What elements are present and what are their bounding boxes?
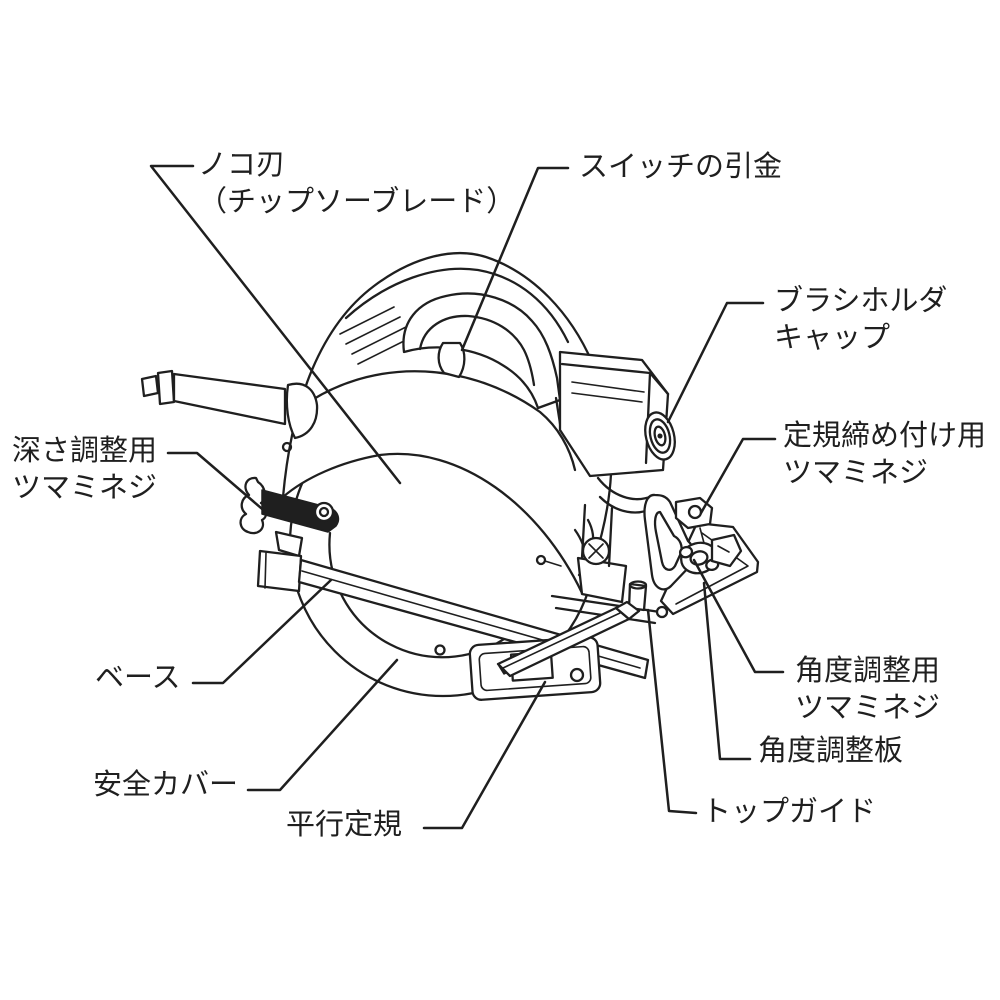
leader-angle-adjust-plate xyxy=(702,581,752,761)
leader-brush-holder-cap xyxy=(666,301,765,424)
leader-saw-blade xyxy=(149,164,402,485)
label-angle-adjust-thumbscrew-line2: ツマミネジ xyxy=(795,692,940,724)
leader-depth-adjust-thumbscrew xyxy=(166,451,270,516)
label-parallel-guide: 平行定規 xyxy=(286,808,402,841)
label-depth-adjust-thumbscrew-line2: ツマミネジ xyxy=(12,472,157,504)
angle-adjust-plate-part[interactable] xyxy=(643,493,696,591)
label-guide-clamp-thumbscrew: 定規締め付け用 xyxy=(783,419,986,452)
front-grip-handle[interactable] xyxy=(140,369,319,453)
brush-holder-cap-part[interactable] xyxy=(641,409,680,462)
leader-switch-trigger xyxy=(460,166,570,352)
label-angle-adjust-plate: 角度調整板 xyxy=(758,734,903,767)
label-top-guide: トップガイド xyxy=(702,796,876,828)
guard-vent-ridges xyxy=(339,306,413,365)
parallel-guide-part[interactable] xyxy=(468,600,641,701)
label-depth-adjust-thumbscrew: 深さ調整用 xyxy=(12,434,157,467)
labels-layer: ノコ刃 （チップソーブレード） スイッチの引金ブラシホルダキャップ深さ調整用ツマミネ… xyxy=(12,149,986,841)
leader-lines-layer xyxy=(149,164,785,830)
label-brush-holder-cap-line2: キャップ xyxy=(774,322,890,354)
guide-clamp-thumbscrew-part[interactable] xyxy=(674,496,714,544)
leader-top-guide xyxy=(646,608,698,815)
leader-guide-clamp-thumbscrew xyxy=(699,437,777,515)
label-safety-cover: 安全カバー xyxy=(93,768,238,801)
leader-safety-cover xyxy=(246,658,399,792)
clamp-arm xyxy=(710,533,743,568)
label-saw-blade: ノコ刃 xyxy=(198,149,285,181)
rear-bracket xyxy=(535,503,669,625)
circular-saw-illustration xyxy=(140,251,760,701)
label-angle-adjust-thumbscrew: 角度調整用 xyxy=(795,654,940,687)
upper-guard-housing xyxy=(281,251,613,595)
label-saw-blade-line2: （チップソーブレード） xyxy=(198,185,515,218)
leader-angle-adjust-thumbscrew xyxy=(692,558,785,674)
angle-adjust-thumbscrew-part[interactable] xyxy=(678,539,721,577)
leader-parallel-guide xyxy=(422,680,547,830)
label-base: ベース xyxy=(95,662,181,694)
label-guide-clamp-thumbscrew-line2: ツマミネジ xyxy=(783,457,928,489)
label-brush-holder-cap: ブラシホルダ xyxy=(774,284,947,317)
motor-housing xyxy=(558,350,680,577)
switch-trigger-part[interactable] xyxy=(437,341,466,379)
label-switch-trigger: スイッチの引金 xyxy=(579,150,782,183)
rear-handle[interactable] xyxy=(402,292,563,432)
leader-base xyxy=(191,578,333,685)
